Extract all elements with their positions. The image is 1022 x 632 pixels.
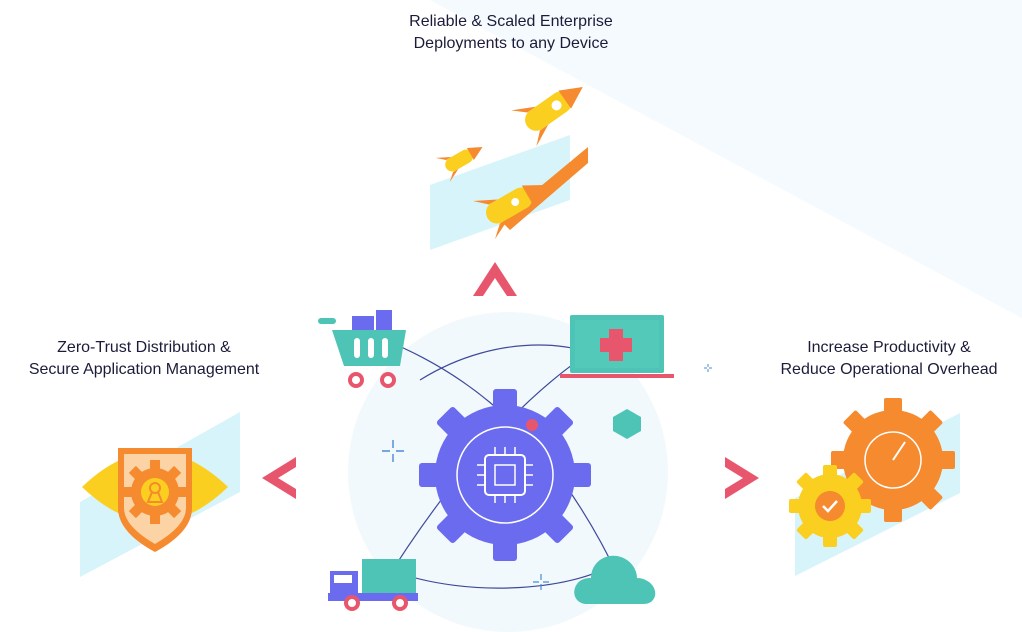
caption-top-line2: Deployments to any Device — [413, 35, 609, 52]
sparkle-icon — [533, 574, 549, 590]
arrow-up-icon — [473, 262, 517, 296]
arrow-left-icon — [262, 457, 296, 499]
medical-laptop-icon — [560, 315, 674, 378]
caption-top-line1: Reliable & Scaled Enterprise — [409, 13, 613, 30]
caption-left-line2: Secure Application Management — [28, 361, 260, 378]
rocket-icon — [430, 87, 588, 250]
caption-right-line2: Reduce Operational Overhead — [780, 361, 998, 378]
gear-chip-icon — [419, 389, 591, 561]
delivery-truck-icon — [328, 559, 418, 611]
cloud-icon — [574, 555, 656, 604]
productivity-gears-icon — [789, 398, 960, 576]
caption-enterprise-deployments: Reliable & Scaled Enterprise Deployments… — [361, 11, 661, 55]
arrow-right-icon — [725, 457, 759, 499]
caption-right-line1: Increase Productivity & — [807, 339, 971, 356]
sparkle-icon — [382, 440, 404, 462]
security-shield-eye-icon — [80, 412, 240, 577]
shopping-cart-icon — [318, 310, 406, 388]
sparkle-icon — [704, 364, 712, 372]
caption-left-line1: Zero-Trust Distribution & — [57, 339, 231, 356]
hexagon-icon — [613, 409, 641, 439]
caption-zero-trust: Zero-Trust Distribution & Secure Applica… — [4, 337, 284, 381]
caption-productivity: Increase Productivity & Reduce Operation… — [756, 337, 1022, 381]
